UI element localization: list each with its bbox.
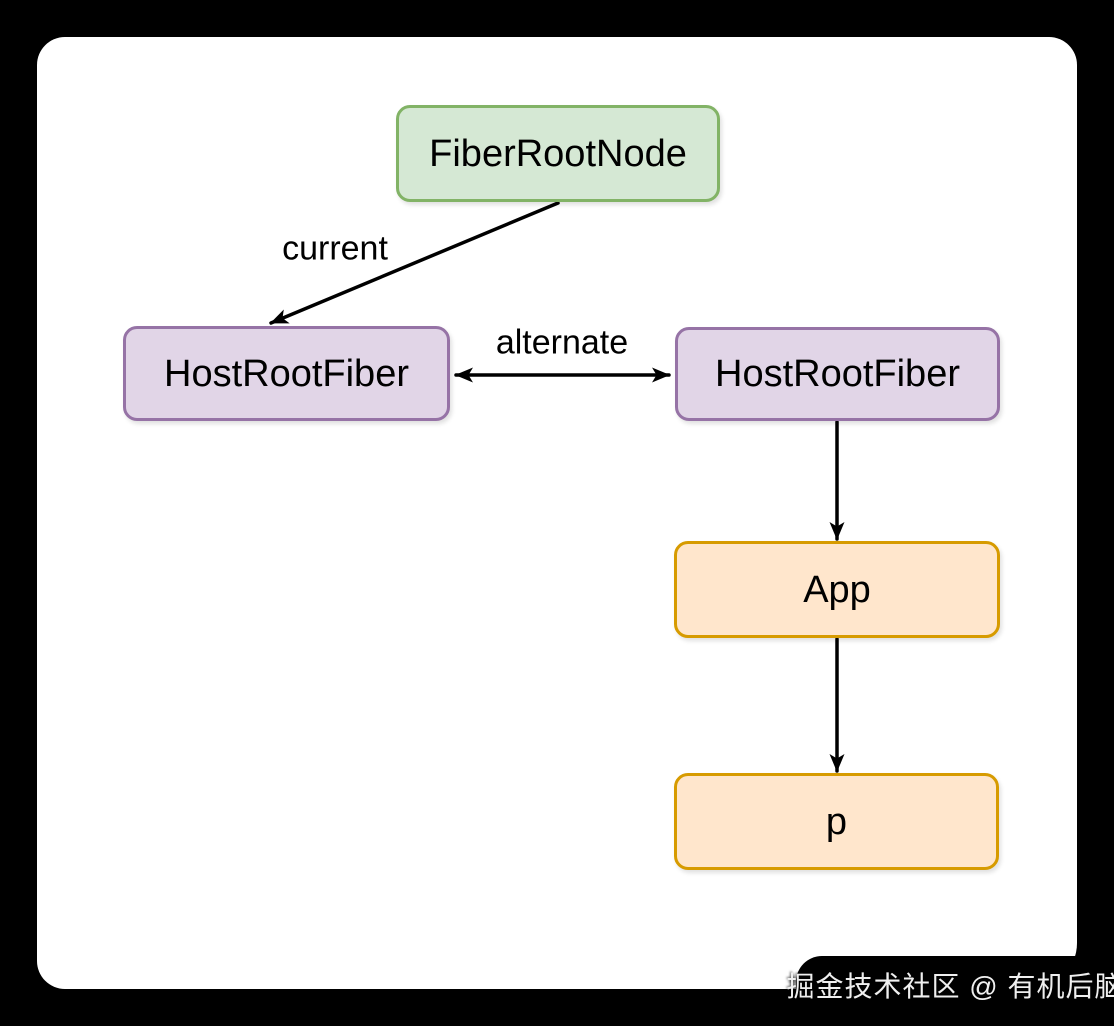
current-edge-label: current bbox=[278, 229, 392, 268]
node-app-label: App bbox=[803, 568, 871, 611]
node-app: App bbox=[674, 541, 1000, 638]
node-fiber-root-node: FiberRootNode bbox=[396, 105, 720, 202]
watermark-band: 掘金技术社区 @ 有机后脑 bbox=[787, 956, 1114, 1026]
node-host-root-fiber-left: HostRootFiber bbox=[123, 326, 450, 421]
node-p-label: p bbox=[825, 800, 848, 843]
alternate-edge-label: alternate bbox=[491, 323, 633, 362]
node-host-root-fiber-right-label: HostRootFiber bbox=[715, 353, 960, 395]
node-host-root-fiber-right: HostRootFiber bbox=[675, 327, 1000, 421]
node-fiber-root-node-label: FiberRootNode bbox=[429, 132, 687, 175]
node-p: p bbox=[674, 773, 999, 870]
node-host-root-fiber-left-label: HostRootFiber bbox=[164, 352, 409, 395]
watermark-text: 掘金技术社区 @ 有机后脑 bbox=[786, 971, 1114, 1002]
